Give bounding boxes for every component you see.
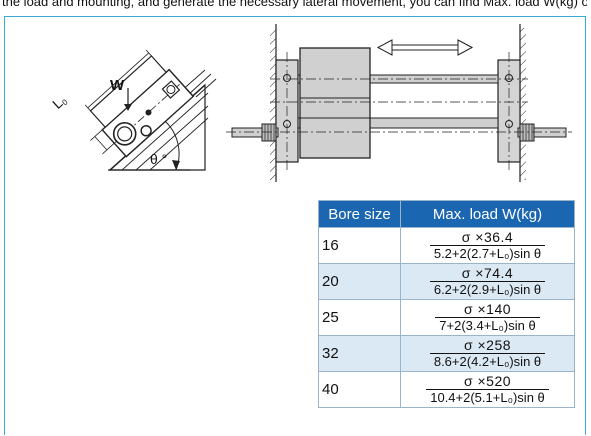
bore-size-cell: 32 <box>318 335 401 372</box>
bore-size-cell: 20 <box>318 263 401 300</box>
length-label: L 0 <box>49 95 70 112</box>
header-bore-size: Bore size <box>318 200 401 228</box>
angle-label: θ ° <box>150 151 167 167</box>
bore-size-cell: 40 <box>318 371 401 408</box>
svg-text:0: 0 <box>60 97 70 107</box>
formula-denominator: 10.4+2(5.1+L₀)sin θ <box>426 389 549 405</box>
top-caption: the load and mounting, and generate the … <box>2 0 587 9</box>
formula-numerator: σ ×258 <box>463 337 512 353</box>
formula-denominator: 8.6+2(4.2+L₀)sin θ <box>429 353 546 369</box>
formula-numerator: σ ×520 <box>463 373 512 389</box>
formula-numerator: σ ×74.4 <box>461 265 514 281</box>
inclined-mount-diagram: θ ° W L 0 <box>49 49 217 171</box>
bore-size-cell: 16 <box>318 227 401 264</box>
formula-denominator: 6.2+2(2.9+L₀)sin θ <box>429 281 546 297</box>
cylinder-side-view <box>226 24 572 182</box>
formula-denominator: 5.2+2(2.7+L₀)sin θ <box>429 245 546 261</box>
bore-size-cell: 25 <box>318 299 401 336</box>
header-max-load: Max. load W(kg) <box>400 200 575 228</box>
table-header-row: Bore size Max. load W(kg) <box>318 200 575 228</box>
content-frame <box>4 16 586 435</box>
formula-numerator: σ ×36.4 <box>461 229 514 245</box>
formula-denominator: 7+2(3.4+L₀)sin θ <box>435 317 540 333</box>
load-label: W <box>110 77 125 94</box>
formula-numerator: σ ×140 <box>463 301 512 317</box>
movement-arrow <box>376 39 474 56</box>
